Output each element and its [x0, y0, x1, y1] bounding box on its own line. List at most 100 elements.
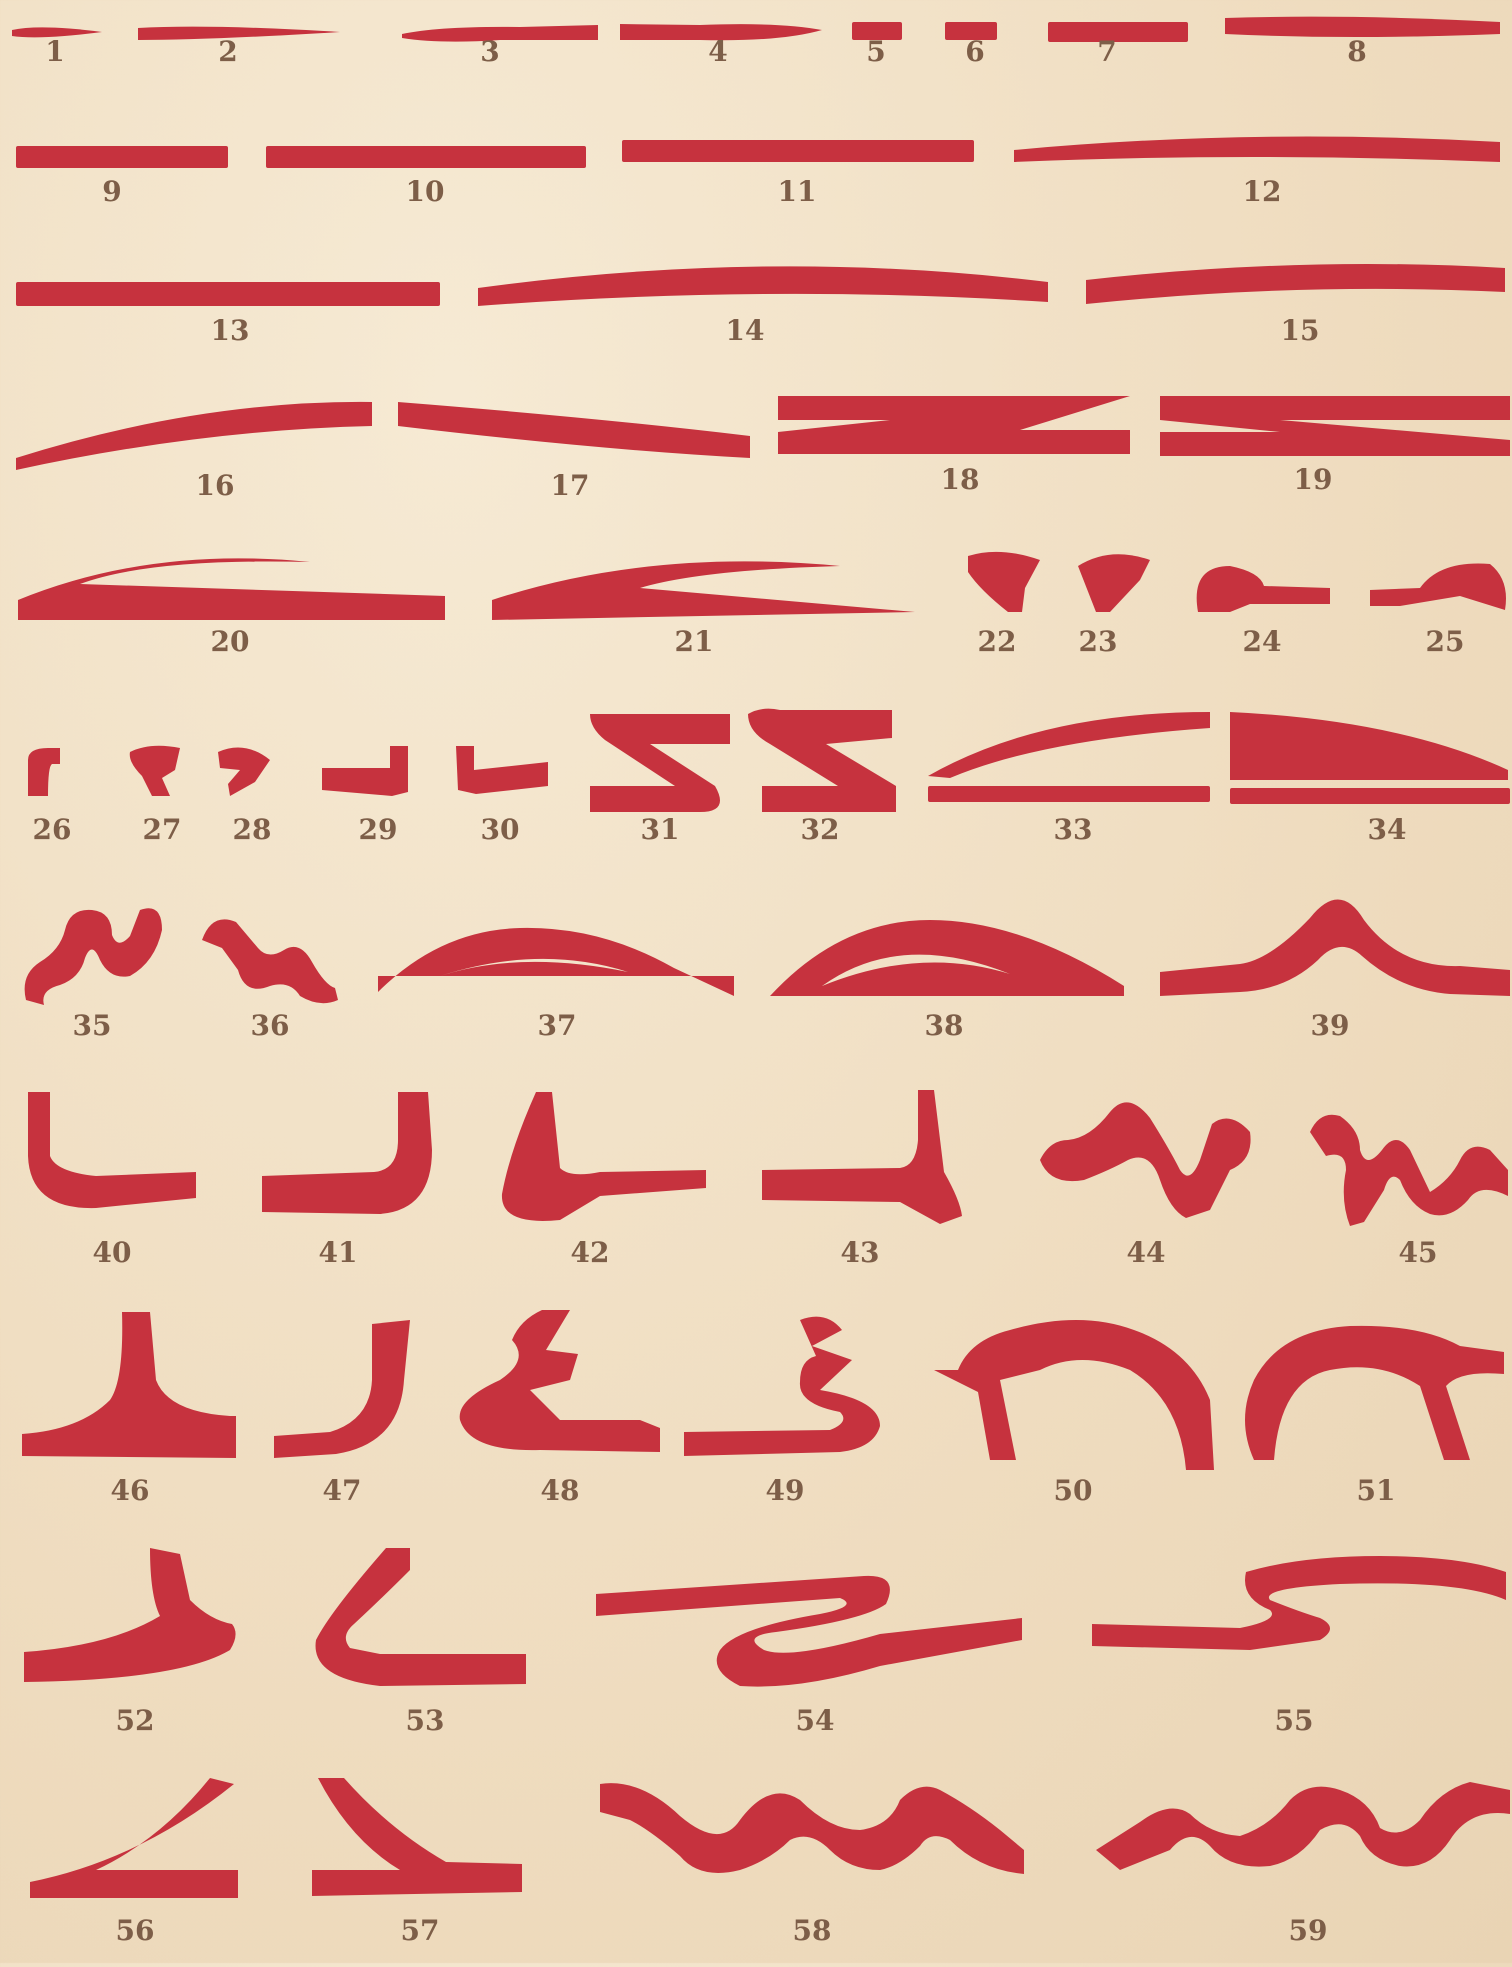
- figure-label-28: 28: [233, 816, 272, 844]
- ornament-figure-52: [24, 1548, 236, 1682]
- figure-label-6: 6: [965, 38, 984, 66]
- ornament-figure-49: [684, 1317, 880, 1456]
- ornament-figure-46: [22, 1312, 236, 1458]
- ornament-figure-55: [1092, 1556, 1506, 1650]
- ornament-shape-53: [316, 1548, 526, 1686]
- ornament-figure-59: [1096, 1782, 1510, 1870]
- figure-label-1: 1: [45, 38, 64, 66]
- ornament-figure-53: [316, 1548, 526, 1686]
- ornament-shape-46: [22, 1312, 236, 1458]
- figure-label-30: 30: [481, 816, 520, 844]
- ornament-figure-12: [1014, 137, 1500, 162]
- ornament-figure-58: [600, 1783, 1024, 1874]
- figure-label-18: 18: [941, 466, 980, 494]
- ornament-shape-42: [502, 1092, 706, 1221]
- ornament-figure-57: [312, 1778, 522, 1896]
- figure-label-44: 44: [1127, 1239, 1166, 1267]
- ornament-shape-49: [684, 1317, 880, 1456]
- figure-label-52: 52: [116, 1707, 155, 1735]
- ornament-figure-3: [402, 25, 598, 42]
- ornament-shape-40: [28, 1092, 196, 1208]
- ornament-figure-47: [274, 1320, 410, 1458]
- ornament-shape-21: [492, 561, 915, 620]
- ornament-shape-45: [1310, 1115, 1508, 1226]
- figure-label-27: 27: [143, 816, 182, 844]
- ornament-figure-14: [478, 266, 1048, 306]
- ornament-figure-41: [262, 1092, 432, 1214]
- ornament-figure-16: [16, 402, 372, 470]
- figure-label-14: 14: [726, 317, 765, 345]
- ornament-shape-58: [600, 1783, 1024, 1874]
- figure-label-56: 56: [116, 1917, 155, 1945]
- figure-label-58: 58: [793, 1917, 832, 1945]
- ornament-shape-48: [460, 1310, 660, 1452]
- figure-label-39: 39: [1311, 1012, 1350, 1040]
- ornament-figure-24: [1197, 566, 1330, 612]
- ornament-shape-22: [968, 552, 1040, 612]
- figure-label-50: 50: [1054, 1477, 1093, 1505]
- figure-label-8: 8: [1347, 38, 1366, 66]
- ornament-figure-21: [492, 561, 915, 620]
- ornament-shape-27: [130, 746, 180, 796]
- ornament-figure-44: [1040, 1102, 1251, 1218]
- figure-label-4: 4: [708, 38, 727, 66]
- figure-label-53: 53: [406, 1707, 445, 1735]
- ornament-shape-36: [202, 919, 338, 1003]
- figure-label-21: 21: [675, 628, 714, 656]
- ornament-shape-9: [16, 146, 228, 168]
- figure-label-20: 20: [211, 628, 250, 656]
- ornament-shape-41: [262, 1092, 432, 1214]
- figure-label-40: 40: [93, 1239, 132, 1267]
- figure-label-19: 19: [1294, 466, 1333, 494]
- ornament-shape-20: [18, 558, 445, 620]
- ornament-figure-2: [138, 27, 340, 40]
- ornament-figure-11: [622, 140, 974, 162]
- ornament-figure-20: [18, 558, 445, 620]
- figure-label-33: 33: [1054, 816, 1093, 844]
- ornament-figure-17: [398, 402, 750, 458]
- figure-label-34: 34: [1368, 816, 1407, 844]
- ornament-figure-36: [202, 919, 338, 1003]
- ornament-shape-3: [402, 25, 598, 42]
- figure-label-42: 42: [571, 1239, 610, 1267]
- figure-label-15: 15: [1281, 317, 1320, 345]
- ornament-figure-30: [456, 746, 548, 794]
- ornament-shape-25: [1370, 564, 1506, 611]
- ornament-shape-35: [25, 908, 162, 1005]
- figure-label-55: 55: [1275, 1707, 1314, 1735]
- ornament-figure-28: [218, 748, 270, 797]
- ornament-figure-10: [266, 146, 586, 168]
- ornament-shape-38: [770, 920, 1124, 996]
- ornament-figure-9: [16, 146, 228, 168]
- ornament-shape-51: [1245, 1326, 1504, 1460]
- figure-label-22: 22: [978, 628, 1017, 656]
- ornament-figure-22: [968, 552, 1040, 612]
- ornament-figure-56: [30, 1778, 238, 1898]
- ornament-shape-12: [1014, 137, 1500, 162]
- ornament-shape-16: [16, 402, 372, 470]
- ornament-shape-30: [456, 746, 548, 794]
- ornament-figure-39: [1160, 899, 1510, 996]
- ornament-figure-42: [502, 1092, 706, 1221]
- figure-label-11: 11: [778, 178, 817, 206]
- figure-label-3: 3: [480, 38, 499, 66]
- ornament-shape-15: [1086, 264, 1505, 304]
- figure-label-13: 13: [211, 317, 250, 345]
- ornament-shape-24: [1197, 566, 1330, 612]
- ornament-shape-57: [312, 1778, 522, 1896]
- ornament-shape-52: [24, 1548, 236, 1682]
- ornament-shape-7: [1048, 22, 1188, 42]
- ornament-figure-48: [460, 1310, 660, 1452]
- figure-label-24: 24: [1243, 628, 1282, 656]
- ornament-shape-37: [378, 928, 734, 996]
- ornament-figure-8: [1225, 17, 1500, 37]
- ornament-shape-2: [138, 27, 340, 40]
- figure-label-7: 7: [1097, 38, 1116, 66]
- ornament-figure-13: [16, 282, 440, 306]
- ornament-shape-44: [1040, 1102, 1251, 1218]
- figure-label-43: 43: [841, 1239, 880, 1267]
- figure-label-54: 54: [796, 1707, 835, 1735]
- ornament-shape-11: [622, 140, 974, 162]
- figure-label-38: 38: [925, 1012, 964, 1040]
